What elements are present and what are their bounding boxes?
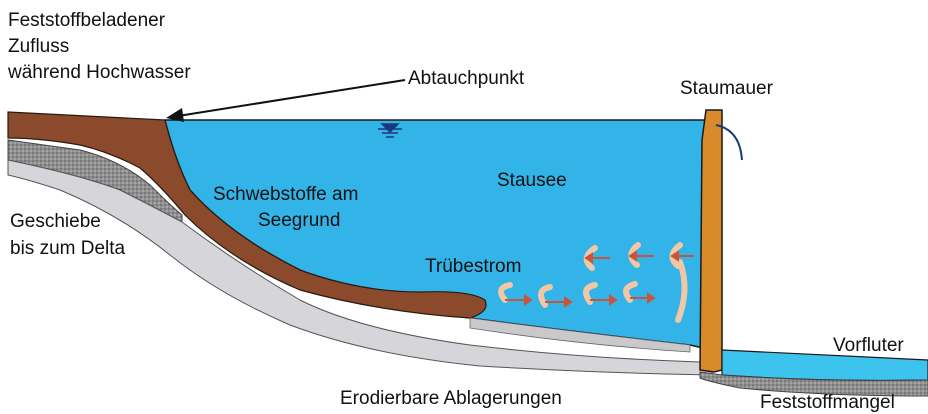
label-inflow-line2: Zufluss bbox=[8, 36, 69, 57]
label-bedload-line1: Geschiebe bbox=[10, 211, 101, 232]
dam-wall bbox=[700, 110, 722, 372]
label-erodible-deposits: Erodierbare Ablagerungen bbox=[340, 388, 562, 409]
plunge-point-arrow bbox=[166, 80, 405, 122]
label-turbidity-current: Trübestrom bbox=[425, 256, 521, 277]
label-bedload-line2: bis zum Delta bbox=[10, 238, 126, 259]
label-reservoir: Stausee bbox=[497, 170, 567, 191]
label-suspended-line1: Schwebstoffe am bbox=[213, 184, 358, 205]
label-inflow-line3: während Hochwasser bbox=[7, 62, 191, 83]
label-inflow-line1: Feststoffbeladener bbox=[8, 10, 166, 31]
label-sediment-deficit: Feststoffmangel bbox=[760, 392, 895, 413]
label-dam: Staumauer bbox=[680, 78, 774, 99]
label-outflow: Vorfluter bbox=[833, 335, 904, 356]
label-plunge-point: Abtauchpunkt bbox=[408, 68, 525, 89]
label-suspended-line2: Seegrund bbox=[258, 210, 340, 231]
